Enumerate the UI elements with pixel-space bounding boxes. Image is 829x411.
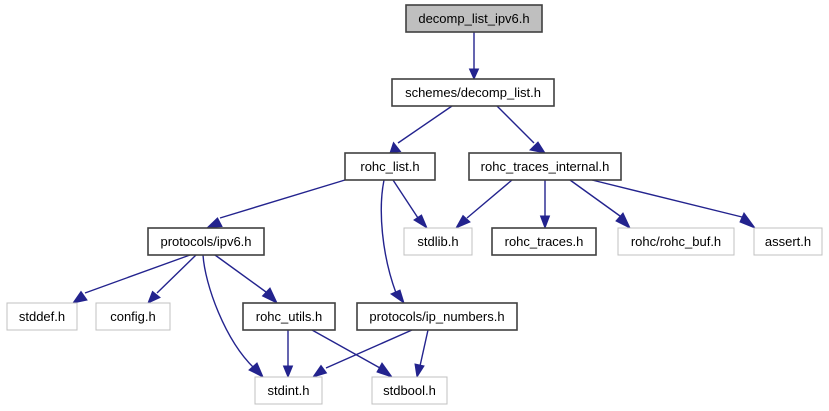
node-label: stdbool.h	[383, 383, 436, 398]
arrowhead-icon	[311, 364, 328, 378]
node-config[interactable]: config.h	[95, 302, 171, 331]
arrowhead-icon	[71, 290, 88, 304]
node-box[interactable]	[242, 302, 336, 331]
arrowhead-icon	[528, 141, 547, 154]
arrowhead-icon	[539, 215, 551, 230]
nodes-layer: decomp_list_ipv6.h schemes/decomp_list.hr…	[6, 4, 823, 405]
arrowhead-icon	[282, 365, 294, 379]
arrowhead-icon	[205, 217, 223, 229]
node-rohc_traces_internal[interactable]: rohc_traces_internal.h	[468, 152, 622, 181]
node-box[interactable]	[403, 227, 473, 256]
arrowhead-icon	[615, 212, 632, 230]
node-label: schemes/decomp_list.h	[405, 85, 541, 100]
node-decomp_list_ipv6[interactable]: decomp_list_ipv6.h	[405, 4, 543, 33]
node-label: rohc_traces.h	[505, 234, 584, 249]
node-label: rohc/rohc_buf.h	[631, 234, 721, 249]
edge-protocols_ipv6-to-config	[147, 254, 197, 304]
edge-line	[202, 254, 255, 369]
edge-rohc_list-to-stdlib	[392, 179, 429, 230]
node-box[interactable]	[617, 227, 735, 256]
edge-rohc_traces_internal-to-rohc_traces	[539, 180, 551, 230]
node-stddef[interactable]: stddef.h	[6, 302, 78, 331]
edge-rohc_utils-to-stdint	[282, 330, 294, 379]
node-label: rohc_list.h	[360, 159, 419, 174]
edge-schemes_decomp_list-to-rohc_traces_internal	[496, 105, 547, 154]
node-box[interactable]	[254, 376, 323, 405]
arrowhead-icon	[454, 214, 471, 230]
arrowhead-icon	[414, 363, 425, 379]
arrowhead-icon	[739, 212, 757, 230]
edge-rohc_utils-to-stdbool	[311, 329, 394, 378]
node-box[interactable]	[391, 78, 555, 107]
arrowhead-icon	[389, 141, 402, 154]
edge-schemes_decomp_list-to-rohc_list	[389, 105, 453, 154]
edge-line	[569, 179, 621, 217]
node-protocols_ipv6[interactable]: protocols/ipv6.h	[147, 227, 265, 256]
node-schemes_decomp_list[interactable]: schemes/decomp_list.h	[391, 78, 555, 107]
node-rohc_traces[interactable]: rohc_traces.h	[491, 227, 597, 256]
edge-decomp_list_ipv6-to-schemes_decomp_list	[468, 32, 480, 81]
edge-line	[214, 254, 267, 293]
node-box[interactable]	[371, 376, 448, 405]
arrowhead-icon	[248, 362, 264, 379]
arrowhead-icon	[413, 214, 429, 230]
edge-protocols_ip_numbers-to-stdint	[311, 329, 413, 378]
node-protocols_ip_numbers[interactable]: protocols/ip_numbers.h	[356, 302, 518, 331]
edge-protocols_ipv6-to-stddef	[71, 254, 191, 304]
edge-line	[397, 105, 453, 144]
node-box[interactable]	[491, 227, 597, 256]
node-box[interactable]	[147, 227, 265, 256]
edge-line	[311, 329, 381, 369]
node-label: rohc_utils.h	[256, 309, 322, 324]
node-stdint[interactable]: stdint.h	[254, 376, 323, 405]
edge-protocols_ip_numbers-to-stdbool	[414, 329, 429, 379]
edge-protocols_ipv6-to-rohc_utils	[214, 254, 279, 305]
edge-line	[591, 179, 743, 218]
node-label: rohc_traces_internal.h	[481, 159, 610, 174]
node-stdbool[interactable]: stdbool.h	[371, 376, 448, 405]
node-box[interactable]	[6, 302, 78, 331]
arrowhead-icon	[261, 287, 279, 305]
edge-rohc_list-to-protocols_ip_numbers	[380, 179, 405, 305]
edge-rohc_traces_internal-to-assert	[591, 179, 757, 230]
node-box[interactable]	[356, 302, 518, 331]
edge-line	[392, 179, 419, 219]
node-label: config.h	[110, 309, 156, 324]
edge-line	[325, 329, 413, 369]
node-box[interactable]	[405, 4, 543, 33]
node-stdlib[interactable]: stdlib.h	[403, 227, 473, 256]
edge-rohc_traces_internal-to-stdlib	[454, 179, 513, 230]
node-label: stddef.h	[19, 309, 65, 324]
edge-rohc_traces_internal-to-rohc_rohc_buf	[569, 179, 632, 230]
node-label: decomp_list_ipv6.h	[418, 11, 529, 26]
node-box[interactable]	[95, 302, 171, 331]
edge-line	[466, 179, 513, 219]
node-assert[interactable]: assert.h	[753, 227, 823, 256]
edge-line	[380, 179, 397, 294]
edge-protocols_ipv6-to-stdint	[202, 254, 264, 379]
edge-line	[219, 179, 346, 219]
node-rohc_rohc_buf[interactable]: rohc/rohc_buf.h	[617, 227, 735, 256]
edge-line	[156, 254, 197, 294]
arrowhead-icon	[376, 362, 394, 378]
node-box[interactable]	[344, 152, 436, 181]
arrowhead-icon	[147, 290, 161, 304]
edge-line	[84, 254, 191, 294]
node-label: assert.h	[765, 234, 811, 249]
node-box[interactable]	[468, 152, 622, 181]
node-label: protocols/ipv6.h	[160, 234, 251, 249]
node-box[interactable]	[753, 227, 823, 256]
node-label: stdint.h	[268, 383, 310, 398]
edge-line	[419, 329, 429, 367]
node-rohc_utils[interactable]: rohc_utils.h	[242, 302, 336, 331]
arrowhead-icon	[468, 68, 480, 81]
edge-line	[496, 105, 535, 144]
node-label: protocols/ip_numbers.h	[369, 309, 504, 324]
node-rohc_list[interactable]: rohc_list.h	[344, 152, 436, 181]
node-label: stdlib.h	[417, 234, 458, 249]
edge-rohc_list-to-protocols_ipv6	[205, 179, 346, 229]
arrowhead-icon	[389, 289, 405, 305]
